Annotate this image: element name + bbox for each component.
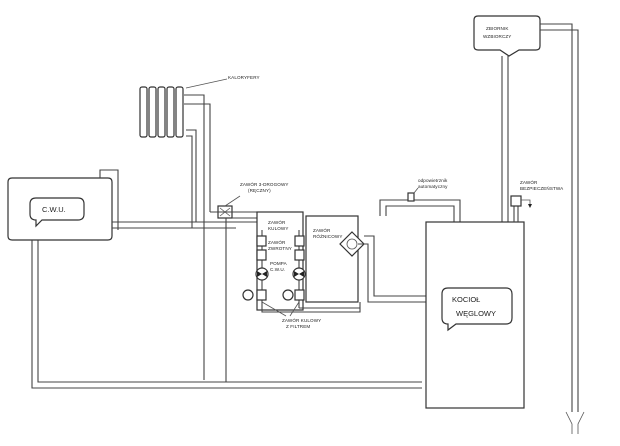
pump-co-symbol [294,271,304,277]
check-valve-label-1: ZAWÓR [268,239,286,245]
ball-valve-label-1: ZAWÓR [268,219,286,225]
safety-valve-outlet [521,199,531,204]
radiator-fin [148,86,157,138]
boiler-supply-pipe [358,199,461,303]
filter-valve-body-left [256,289,267,301]
boiler-label-2: WĘGLOWY [456,309,496,318]
radiator-label: KALORYFERY [228,75,260,80]
filter-valve-left [242,289,254,301]
radiator-pipes [184,94,211,380]
filter-valve-leader [261,301,300,317]
filter-valve-label-2: Z FILTREM [286,324,310,329]
three-way-label-1: ZAWÓR 3-DROGOWY [240,181,289,187]
pump-return-line [261,302,361,313]
radiator-fin [139,86,148,138]
radiator-fin [166,86,175,138]
differential-valve-core [346,238,358,250]
radiator-leader [185,78,228,89]
radiator-group [139,86,184,138]
differential-valve [339,231,365,257]
air-vent-leader [413,187,419,194]
filter-valve-right [282,289,294,301]
three-way-leader [224,195,241,207]
expansion-tank-label-2: WZBIORCZY [483,34,511,39]
differential-valve-label-2: RÓŻNICOWY [313,233,342,239]
ball-valve-right [294,235,305,247]
differential-valve-label-1: ZAWÓR [313,227,331,233]
safety-valve [510,195,522,207]
three-way-label-2: (RĘCZNY) [248,188,271,193]
safety-valve-arrow [528,204,532,208]
air-vent-label-1: odpowietrznik [418,178,448,183]
radiator-fin [175,86,184,138]
pump-cwu-symbol [257,271,267,277]
drain-outlet [565,411,585,434]
differential-valve-box [305,215,359,303]
ball-valve-label-2: KULOWY [268,226,289,231]
safety-valve-label-1: ZAWÓR [520,179,538,185]
filter-valve-label-1: ZAWÓR KULOWY [282,317,321,323]
cwu-label-bubble [29,197,85,228]
check-valve-right [294,249,305,261]
air-vent-label-2: automatyczny [418,184,448,189]
boiler-label-bubble [441,287,513,332]
air-vent [407,192,415,202]
filter-valve-body-right [294,289,305,301]
radiator-fin [157,86,166,138]
boiler-label-1: KOCIOŁ [452,295,480,304]
safety-valve-label-2: BEZPIECZEŃSTWA [520,185,564,191]
expansion-tank-label-1: ZBIORNIK [486,26,509,31]
ball-valve-left [256,235,267,247]
cwu-label: C.W.U. [42,205,66,214]
drain-pipe [540,23,579,412]
check-valve-label-2: ZWROTNY [268,246,292,251]
pump-cwu-label-1: POMPA [270,261,288,266]
expansion-tank [473,15,541,57]
cwu-pipes [31,169,422,389]
expansion-pipe [501,56,509,222]
check-valve-left [256,249,267,261]
pump-cwu-label-2: C.W.U. [270,267,285,272]
